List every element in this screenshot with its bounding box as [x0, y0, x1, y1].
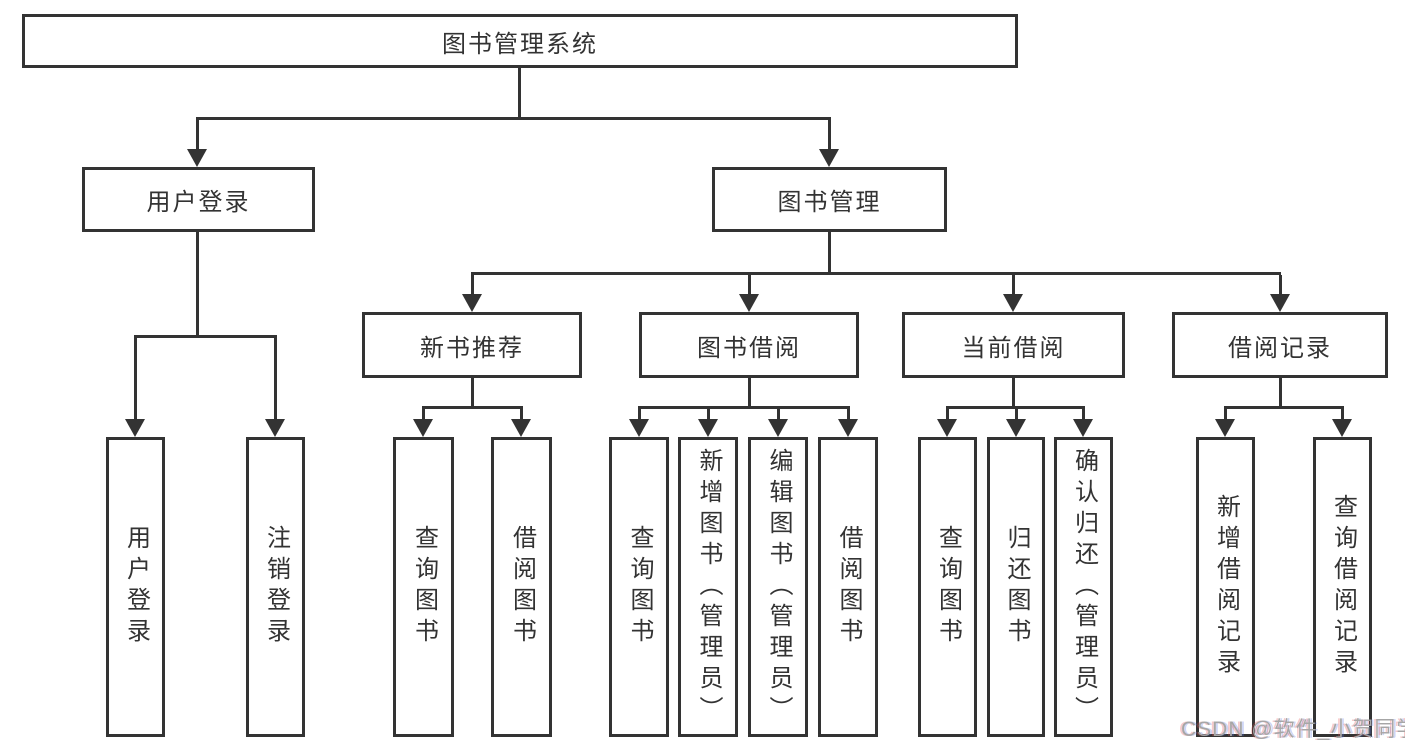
node-book-management: 图书管理 — [712, 167, 947, 232]
arrow-bb-add — [698, 419, 718, 437]
leaf-cb-confirm-return-admin-label: 确认归还（管理员） — [1070, 447, 1098, 727]
leaf-cb-return-book: 归还图书 — [987, 437, 1045, 737]
connector-drop-bb-edit — [777, 409, 780, 420]
connector-drop-nb-borrow — [520, 409, 523, 420]
leaf-br-query-record: 查询借阅记录 — [1313, 437, 1372, 737]
leaf-nb-query-book-label: 查询图书 — [410, 525, 438, 649]
leaf-cb-confirm-return-admin: 确认归还（管理员） — [1054, 437, 1113, 737]
leaf-user-login: 用户登录 — [106, 437, 165, 737]
arrow-book-borrow — [739, 294, 759, 312]
arrow-br-query — [1332, 419, 1352, 437]
connector-drop-book-management — [828, 120, 831, 150]
leaf-bb-edit-book-admin-label: 编辑图书（管理员） — [765, 447, 792, 727]
node-borrow-record: 借阅记录 — [1172, 312, 1388, 378]
arrow-cb-confirm — [1073, 419, 1093, 437]
node-book-borrow-label: 图书借阅 — [697, 334, 801, 362]
connector-root-hbar — [196, 117, 831, 120]
arrow-current-borrow — [1003, 294, 1023, 312]
node-library-management-system: 图书管理系统 — [22, 14, 1018, 68]
leaf-bb-edit-book-admin: 编辑图书（管理员） — [748, 437, 808, 737]
connector-drop-br-add — [1224, 409, 1227, 420]
leaf-cb-query-book: 查询图书 — [918, 437, 977, 737]
connector-book-borrow-hbar — [638, 406, 850, 409]
connector-drop-cb-query — [946, 409, 949, 420]
connector-current-borrow-stem — [1012, 378, 1015, 408]
leaf-bb-borrow-book: 借阅图书 — [818, 437, 878, 737]
connector-drop-book-borrow — [748, 275, 751, 295]
connector-book-management-stem — [828, 232, 831, 275]
leaf-cb-return-book-label: 归还图书 — [1003, 525, 1030, 649]
arrow-cb-query — [937, 419, 957, 437]
arrow-new-book — [462, 294, 482, 312]
arrow-book-management — [819, 149, 839, 167]
arrow-user-login — [187, 149, 207, 167]
connector-user-login-hbar — [134, 335, 277, 338]
connector-drop-current-borrow — [1012, 275, 1015, 295]
connector-drop-borrow-record — [1279, 275, 1282, 295]
arrow-nb-query — [413, 419, 433, 437]
arrow-br-add — [1215, 419, 1235, 437]
node-user-login-label: 用户登录 — [146, 189, 251, 216]
connector-drop-bb-borrow — [847, 409, 850, 420]
arrow-bb-edit — [768, 419, 788, 437]
node-library-management-system-label: 图书管理系统 — [442, 30, 598, 58]
connector-borrow-record-stem — [1279, 378, 1282, 408]
connector-user-login-stem — [196, 232, 199, 337]
arrow-cb-return — [1006, 419, 1026, 437]
leaf-br-add-record: 新增借阅记录 — [1196, 437, 1255, 737]
connector-drop-br-query — [1341, 409, 1344, 420]
leaf-logout-login: 注销登录 — [246, 437, 305, 737]
leaf-bb-query-book: 查询图书 — [609, 437, 669, 737]
connector-drop-cb-confirm — [1082, 409, 1085, 420]
node-new-book-recommend: 新书推荐 — [362, 312, 582, 378]
leaf-bb-query-book-label: 查询图书 — [626, 525, 653, 649]
connector-drop-user-login — [196, 120, 199, 150]
node-current-borrow: 当前借阅 — [902, 312, 1125, 378]
arrow-leaf-logout — [265, 419, 285, 437]
leaf-nb-borrow-book: 借阅图书 — [491, 437, 552, 737]
leaf-cb-query-book-label: 查询图书 — [934, 525, 962, 649]
connector-new-book-stem — [471, 378, 474, 408]
connector-new-book-hbar — [422, 406, 523, 409]
node-book-management-label: 图书管理 — [777, 189, 882, 216]
connector-drop-cb-return — [1015, 409, 1018, 420]
arrow-leaf-user-login — [125, 419, 145, 437]
arrow-bb-borrow — [838, 419, 858, 437]
leaf-bb-borrow-book-label: 借阅图书 — [835, 525, 862, 649]
arrow-bb-query — [629, 419, 649, 437]
connector-drop-bb-query — [638, 409, 641, 420]
connector-root-stem — [518, 68, 521, 117]
csdn-watermark: CSDN @软件_小贺同学 — [1181, 718, 1405, 741]
connector-drop-new-book — [471, 275, 474, 295]
leaf-bb-add-book-admin: 新增图书（管理员） — [678, 437, 738, 737]
node-new-book-recommend-label: 新书推荐 — [420, 334, 524, 362]
node-borrow-record-label: 借阅记录 — [1228, 334, 1332, 362]
arrow-borrow-record — [1270, 294, 1290, 312]
connector-drop-bb-add — [707, 409, 710, 420]
connector-book-borrow-stem — [748, 378, 751, 408]
connector-drop-leaf-user-login — [134, 338, 137, 420]
leaf-logout-login-label: 注销登录 — [262, 525, 290, 649]
connector-book-management-hbar — [471, 272, 1281, 275]
node-current-borrow-label: 当前借阅 — [961, 334, 1066, 362]
leaf-nb-borrow-book-label: 借阅图书 — [508, 525, 536, 649]
connector-current-borrow-hbar — [946, 406, 1085, 409]
node-book-borrow: 图书借阅 — [639, 312, 859, 378]
connector-drop-leaf-logout — [274, 338, 277, 420]
connector-drop-nb-query — [422, 409, 425, 420]
node-user-login: 用户登录 — [82, 167, 315, 232]
leaf-br-query-record-label: 查询借阅记录 — [1329, 494, 1357, 680]
leaf-user-login-label: 用户登录 — [122, 525, 150, 649]
leaf-bb-add-book-admin-label: 新增图书（管理员） — [695, 447, 722, 727]
leaf-br-add-record-label: 新增借阅记录 — [1212, 494, 1240, 680]
arrow-nb-borrow — [511, 419, 531, 437]
leaf-nb-query-book: 查询图书 — [393, 437, 454, 737]
connector-borrow-record-hbar — [1224, 406, 1344, 409]
